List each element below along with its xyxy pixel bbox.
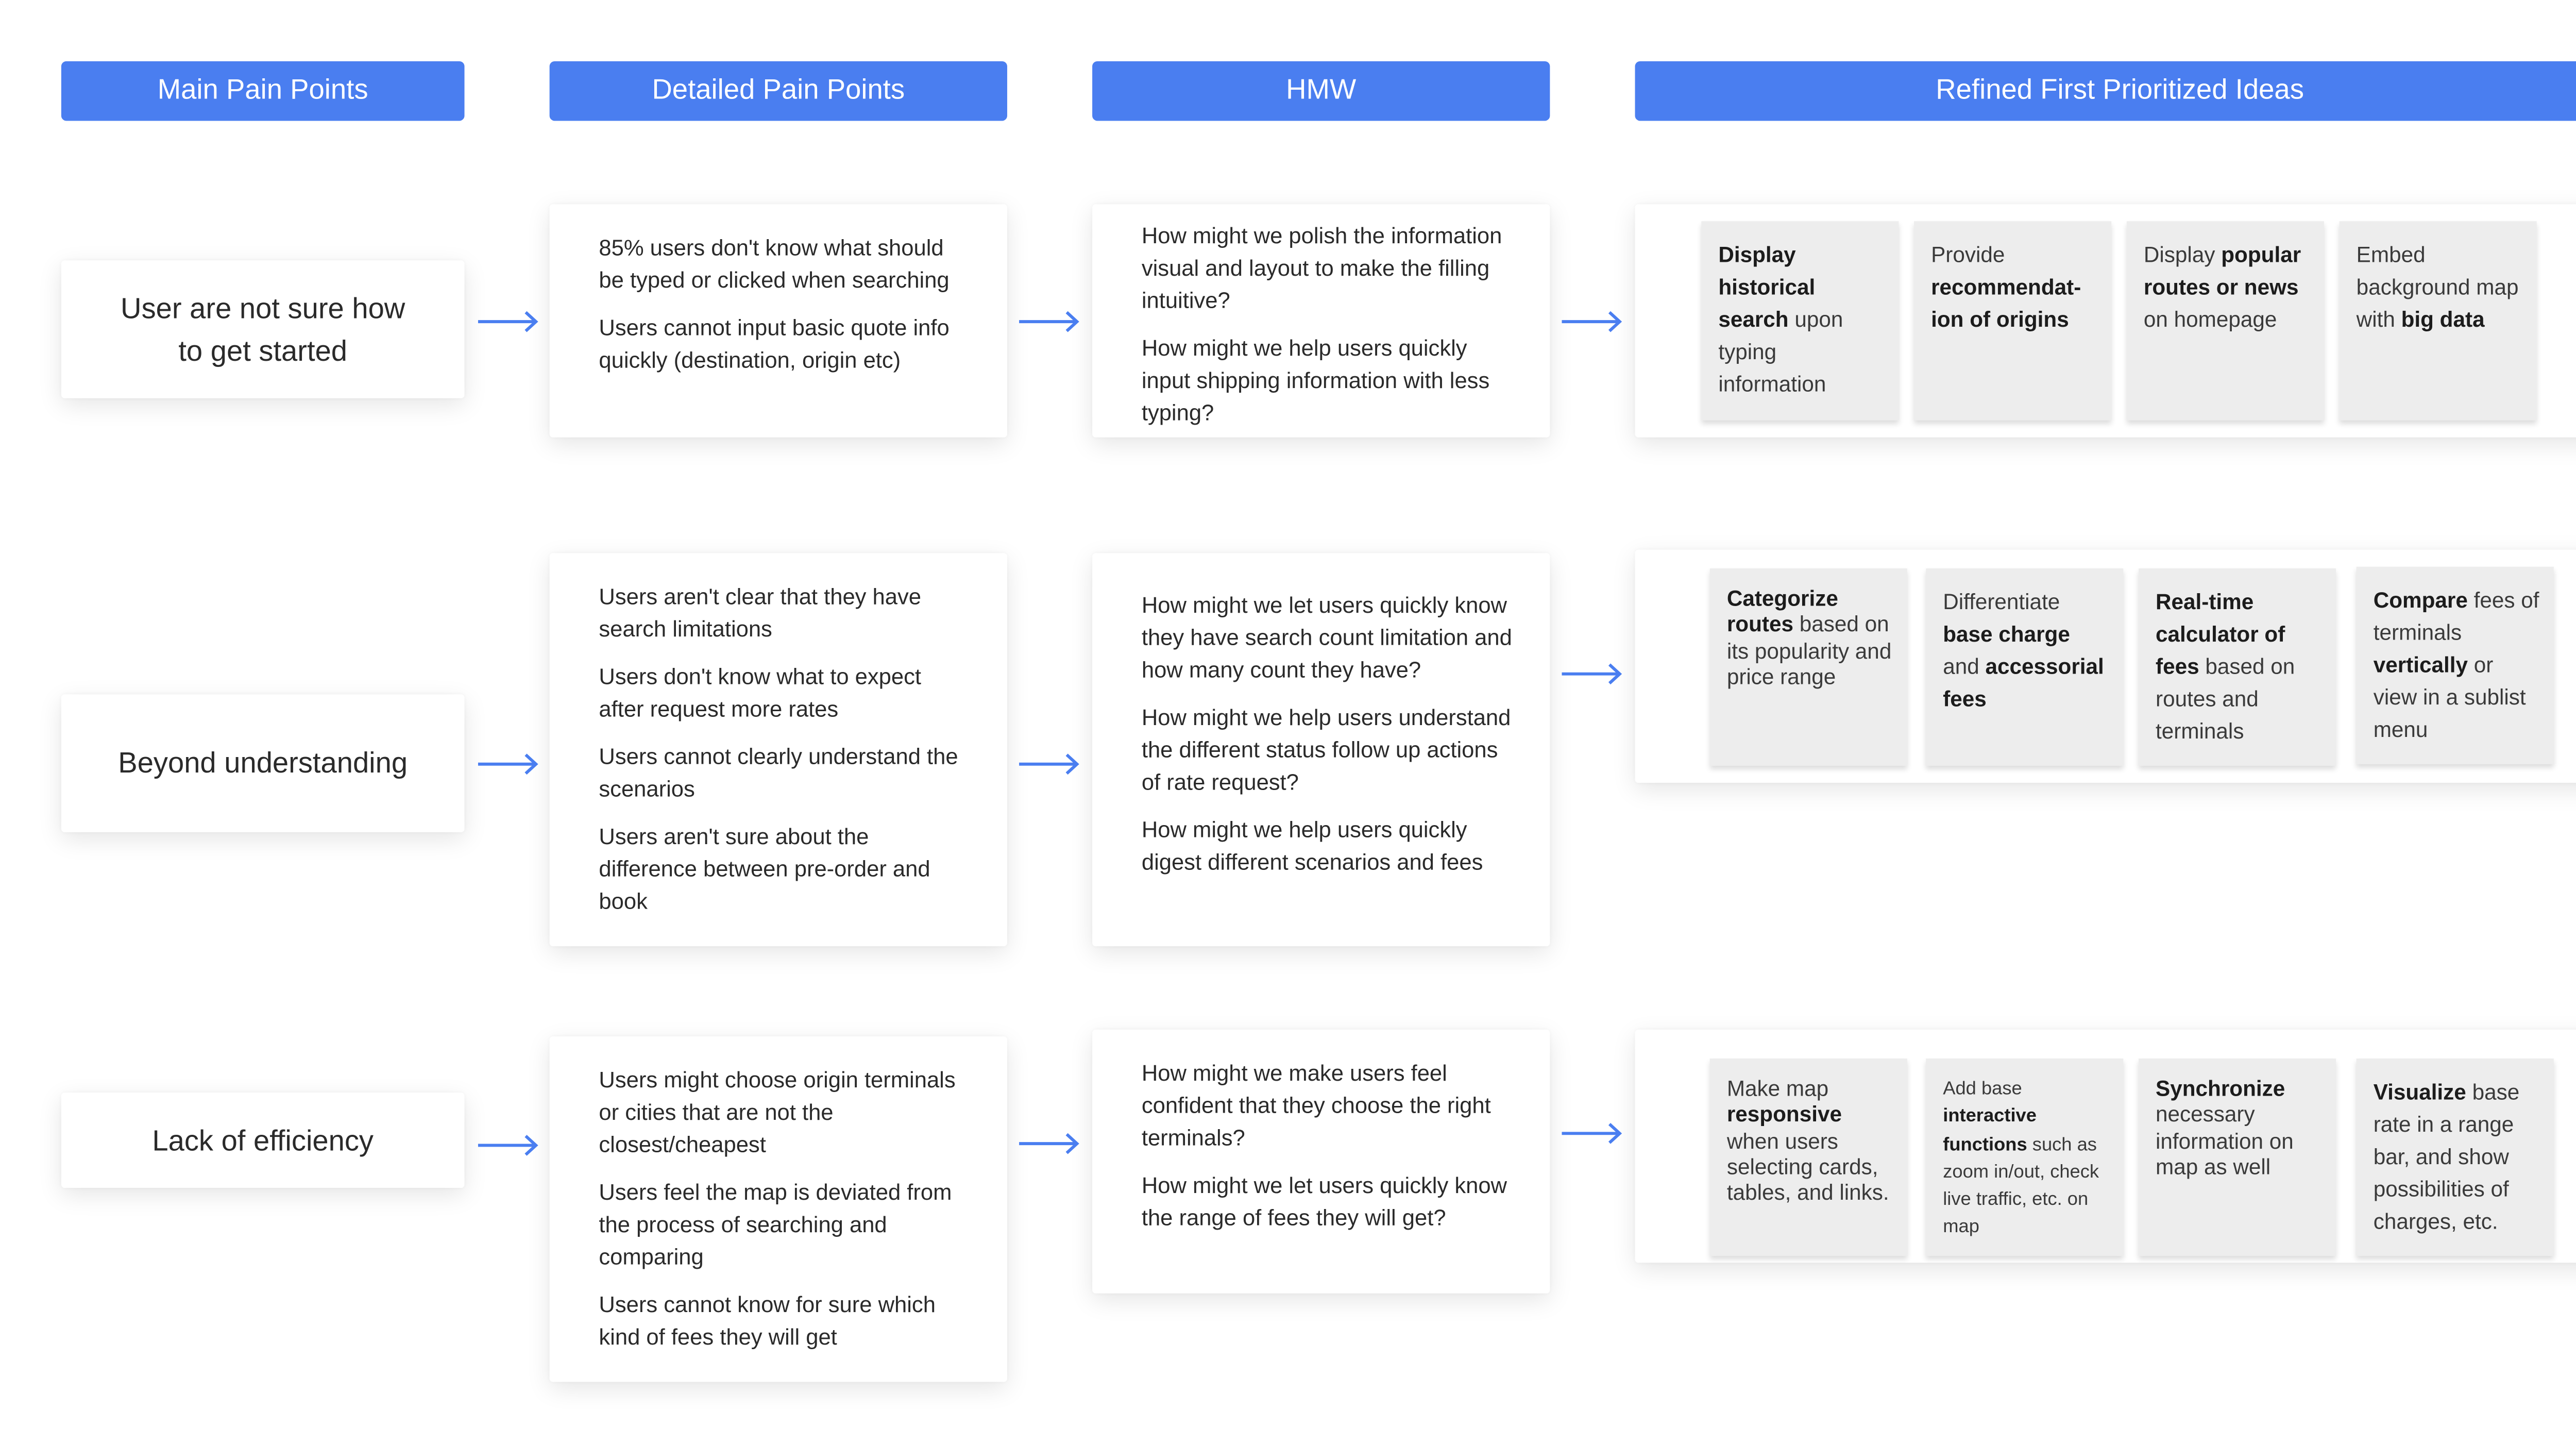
hmw-card: How might we make users feel confident t… <box>1092 1029 1550 1294</box>
arrow-right-icon <box>1019 311 1079 332</box>
arrow-right-icon <box>1019 753 1079 775</box>
detailed-pain-points-card: Users might choose origin terminals or c… <box>549 1036 1007 1382</box>
main-pain-point-card: Lack of efficiency <box>61 1093 465 1188</box>
hmw-question: How might we help users quickly input sh… <box>1141 335 1490 426</box>
arrow-right-icon <box>1562 1122 1622 1144</box>
detailed-pain-point: Users might choose origin terminals or c… <box>599 1067 956 1157</box>
hmw-question: How might we help users quickly digest d… <box>1141 817 1483 875</box>
header-hmw: HMW <box>1092 61 1550 121</box>
detailed-pain-points-card: 85% users don't know what should be type… <box>549 204 1007 438</box>
header-main-pain-points: Main Pain Points <box>61 61 465 121</box>
arrow-right-icon <box>1562 311 1622 332</box>
arrow-right-icon <box>1562 663 1622 685</box>
detailed-pain-point: Users aren't clear that they have search… <box>599 583 921 642</box>
arrow-right-icon <box>478 753 538 775</box>
idea-sticky: Display popular routes or news on homepa… <box>2126 221 2324 421</box>
hmw-question: How might we make users feel confident t… <box>1141 1060 1491 1151</box>
detailed-pain-point: 85% users don't know what should be type… <box>599 234 950 293</box>
idea-sticky: Display historical search upon typing in… <box>1701 221 1899 421</box>
idea-sticky: Differentiate base charge and accessoria… <box>1926 568 2124 766</box>
detailed-pain-points-card: Users aren't clear that they have search… <box>549 553 1007 947</box>
hmw-question: How might we let users quickly know they… <box>1141 592 1512 683</box>
detailed-pain-point: Users cannot clearly understand the scen… <box>599 744 958 802</box>
detailed-pain-point: Users don't know what to expect after re… <box>599 663 921 722</box>
hmw-card: How might we polish the information visu… <box>1092 204 1550 438</box>
header-detailed-pain-points: Detailed Pain Points <box>549 61 1007 121</box>
idea-sticky: Add base interactive functions such as z… <box>1926 1059 2124 1256</box>
detailed-pain-point: Users cannot know for sure which kind of… <box>599 1291 936 1350</box>
detailed-pain-point: Users feel the map is deviated from the … <box>599 1179 952 1270</box>
idea-sticky: Compare fees of terminals vertically or … <box>2356 566 2554 764</box>
idea-sticky: Visualize base rate in a range bar, and … <box>2356 1059 2554 1256</box>
arrow-right-icon <box>1019 1133 1079 1154</box>
idea-sticky: Categorize routes based on its popularit… <box>1709 568 1907 766</box>
hmw-question: How might we help users understand the d… <box>1141 704 1511 795</box>
main-pain-point-card: User are not sure how to get started <box>61 260 465 398</box>
arrow-right-icon <box>478 1135 538 1156</box>
detailed-pain-point: Users cannot input basic quote info quic… <box>599 314 950 373</box>
idea-sticky: Synchronize necessary information on map… <box>2138 1059 2336 1256</box>
detailed-pain-point: Users aren't sure about the difference b… <box>599 824 930 914</box>
hmw-card: How might we let users quickly know they… <box>1092 553 1550 947</box>
header-refined-ideas: Refined First Prioritized Ideas <box>1635 61 2576 121</box>
arrow-right-icon <box>478 311 538 332</box>
idea-sticky: Provide recommendat-ion of origins <box>1914 221 2112 421</box>
hmw-question: How might we polish the information visu… <box>1141 223 1502 313</box>
hmw-question: How might we let users quickly know the … <box>1141 1172 1507 1231</box>
idea-sticky: Make map responsive when users selecting… <box>1709 1059 1907 1256</box>
idea-sticky: Real-time calculator of fees based on ro… <box>2138 568 2336 766</box>
main-pain-point-card: Beyond understanding <box>61 694 465 832</box>
idea-sticky: Embed background map with big data <box>2339 221 2537 421</box>
